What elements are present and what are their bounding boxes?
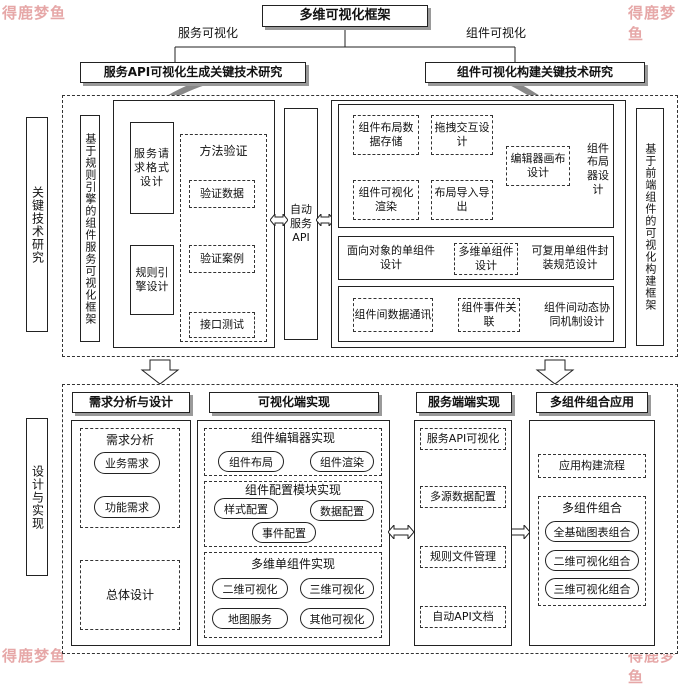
oo-design-label: 面向对象的单组件设计 xyxy=(347,244,435,271)
double-arrow-vis-service xyxy=(387,523,415,541)
combo-3d-pill: 三维可视化组合 xyxy=(545,578,639,599)
multi-dim-component-box: 多维单组件设计 xyxy=(454,243,518,275)
req-header: 需求分析与设计 xyxy=(72,392,190,413)
vis-header: 可视化端实现 xyxy=(209,392,379,413)
component-research-box: 组件可视化构建关键技术研究 xyxy=(425,62,645,83)
service-api-box: 服务API可视化 xyxy=(420,428,506,450)
comp-layout-pill: 组件布局 xyxy=(218,451,284,472)
arrow-service-app xyxy=(509,523,531,541)
comp-render-pill: 组件渲染 xyxy=(310,451,374,472)
basic-chart-combo-pill: 全基础图表组合 xyxy=(545,521,639,542)
event-config-pill: 事件配置 xyxy=(252,522,316,543)
verify-case-box: 验证案例 xyxy=(189,245,255,273)
right-framework-box: 基于前端组件的可视化构建框架 xyxy=(636,108,664,346)
app-flow-box: 应用构建流程 xyxy=(538,454,646,478)
framework-title: 多维可视化框架 xyxy=(262,5,428,27)
left-framework-box: 基于规则引擎的组件服务可视化框架 xyxy=(80,115,100,342)
other-vis-pill: 其他可视化 xyxy=(300,608,374,629)
multi-combo-label: 多组件组合 xyxy=(561,500,622,515)
data-comm-box: 组件间数据通讯 xyxy=(353,298,433,332)
method-verify-block xyxy=(180,134,267,342)
rule-engine-box: 规则引擎设计 xyxy=(130,245,174,315)
vis-2d-pill: 二维可视化 xyxy=(212,578,288,599)
editor-impl-label: 组件编辑器实现 xyxy=(250,430,335,445)
config-impl-label: 组件配置模块实现 xyxy=(244,482,341,497)
func-req-pill: 功能需求 xyxy=(94,496,160,518)
reusable-spec-label: 可复用单组件封装规范设计 xyxy=(531,244,609,271)
multi-app-header: 多组件组合应用 xyxy=(536,392,648,413)
component-render-box: 组件可视化渲染 xyxy=(353,180,419,220)
watermark-top-left: 得鹿梦鱼 xyxy=(2,4,67,22)
auto-doc-box: 自动API文档 xyxy=(420,606,506,628)
multi-source-box: 多源数据配置 xyxy=(420,486,506,508)
watermark-bottom-left: 得鹿梦鱼 xyxy=(2,647,67,665)
multi-impl-label: 多维单组件实现 xyxy=(250,556,335,571)
map-service-pill: 地图服务 xyxy=(212,608,288,629)
service-request-box: 服务请求格式设计 xyxy=(130,122,174,214)
combo-2d-pill: 二维可视化组合 xyxy=(545,550,639,571)
req-analysis-label: 需求分析 xyxy=(105,432,154,447)
data-config-pill: 数据配置 xyxy=(310,500,374,521)
editor-canvas-box: 编辑器画布设计 xyxy=(506,146,570,186)
rule-file-box: 规则文件管理 xyxy=(420,546,506,568)
auto-service-api-box: 自动服务API xyxy=(284,108,318,340)
layout-designer-label: 组件布局器设计 xyxy=(587,141,609,196)
event-link-box: 组件事件关联 xyxy=(458,298,520,332)
watermark-top-right: 得鹿梦鱼 xyxy=(628,4,677,43)
double-arrow-left xyxy=(269,211,289,228)
service-research-box: 服务API可视化生成关键技术研究 xyxy=(80,62,306,83)
layout-io-box: 布局导入导出 xyxy=(431,180,493,220)
layout-storage-box: 组件布局数据存储 xyxy=(353,115,419,155)
drag-design-box: 拖拽交互设计 xyxy=(431,115,493,155)
service-header: 服务端端实现 xyxy=(416,392,512,413)
biz-req-pill: 业务需求 xyxy=(94,452,160,474)
style-config-pill: 样式配置 xyxy=(214,498,278,519)
key-tech-side-label: 关键技术研究 xyxy=(26,117,48,332)
vis-3d-pill: 三维可视化 xyxy=(300,578,374,599)
overall-design-box: 总体设计 xyxy=(80,560,180,630)
component-vis-label: 组件可视化 xyxy=(465,25,526,40)
impl-side-label: 设计与实现 xyxy=(26,418,48,576)
service-vis-label: 服务可视化 xyxy=(177,25,238,40)
dynamic-coop-label: 组件间动态协同机制设计 xyxy=(544,301,610,328)
method-verify-label: 方法验证 xyxy=(199,143,248,158)
verify-data-box: 验证数据 xyxy=(189,180,255,208)
interface-test-box: 接口测试 xyxy=(189,312,255,338)
